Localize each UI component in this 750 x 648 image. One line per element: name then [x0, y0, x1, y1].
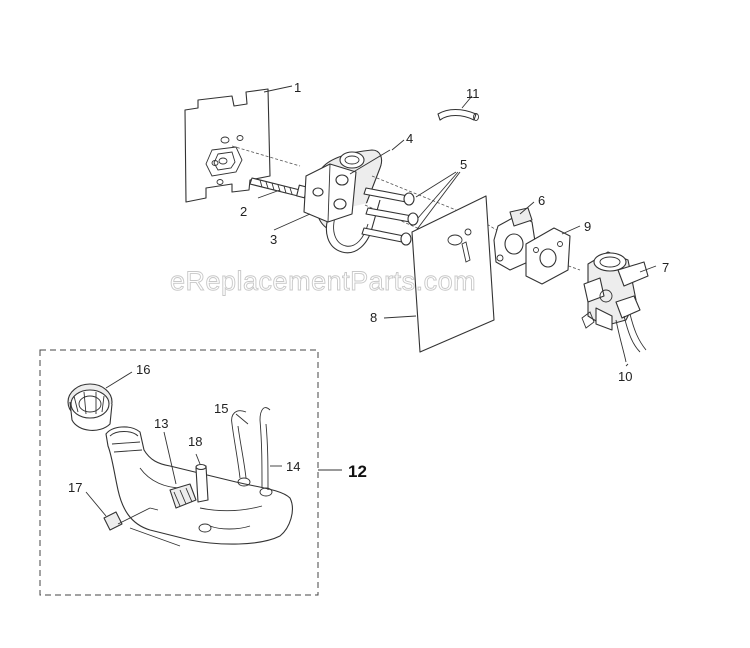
callout-2: 2	[240, 204, 247, 219]
watermark: eReplacementParts.com	[170, 266, 476, 296]
part-8-gasket-plate[interactable]	[411, 195, 495, 353]
callout-8: 8	[370, 310, 377, 325]
callout-5: 5	[460, 157, 467, 172]
part-11-hose[interactable]	[437, 108, 479, 121]
part-5-screws[interactable]	[361, 187, 419, 246]
part-13-filter[interactable]	[169, 483, 197, 509]
part-9-carb-gasket[interactable]	[525, 227, 571, 285]
callout-1: 1	[294, 80, 301, 95]
callout-7: 7	[662, 260, 669, 275]
callout-10: 10	[618, 369, 632, 384]
callout-6: 6	[538, 193, 545, 208]
callout-11: 11	[466, 86, 480, 101]
callout-16: 16	[136, 362, 150, 377]
part-16-fuel-cap[interactable]	[67, 383, 113, 431]
part-18-grommet[interactable]	[195, 463, 209, 503]
part-10-fuel-lines[interactable]	[615, 313, 647, 363]
callout-15: 15	[214, 401, 228, 416]
callout-13: 13	[154, 416, 168, 431]
callout-4: 4	[406, 131, 413, 146]
callout-18: 18	[188, 434, 202, 449]
callout-3: 3	[270, 232, 277, 247]
part-7-carburetor[interactable]	[581, 251, 649, 331]
callout-17: 17	[68, 480, 82, 495]
callout-14: 14	[286, 459, 300, 474]
part-1-gasket[interactable]	[184, 88, 271, 203]
part-17-plug[interactable]	[103, 511, 123, 531]
part-3-intake-adapter[interactable]	[303, 149, 383, 254]
fuel-tank-kit-box	[39, 349, 319, 596]
callout-12: 12	[348, 462, 367, 481]
part-14-15-fuel-lines[interactable]	[231, 407, 273, 497]
part-2-bolt[interactable]	[249, 177, 308, 199]
callout-9: 9	[584, 219, 591, 234]
